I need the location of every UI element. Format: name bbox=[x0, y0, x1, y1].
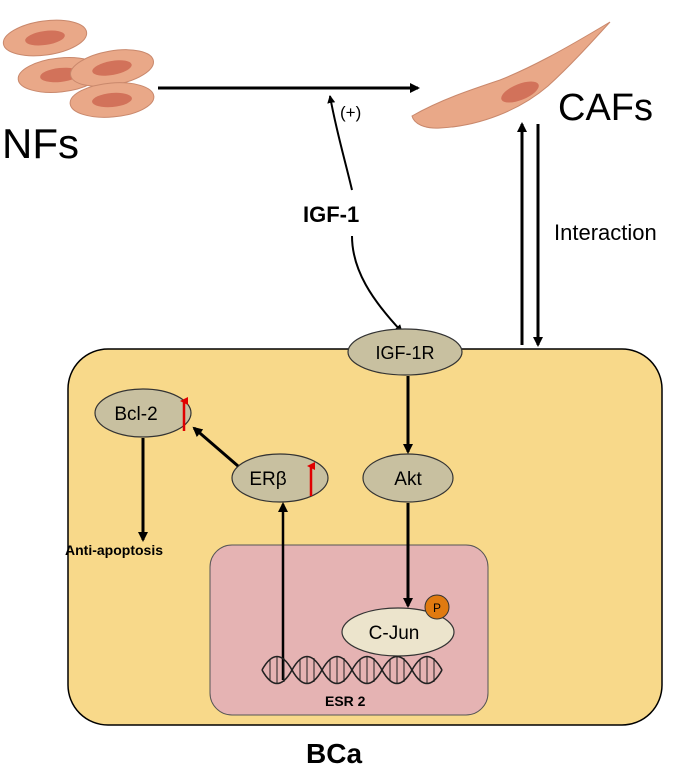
anti-apoptosis-label: Anti-apoptosis bbox=[65, 542, 163, 558]
nfs-label: NFs bbox=[2, 120, 79, 167]
interaction-label: Interaction bbox=[554, 220, 657, 245]
igf1-activation-arrow bbox=[327, 95, 353, 191]
igf1-to-receptor-arrow bbox=[351, 235, 403, 333]
plus-label: (+) bbox=[340, 103, 361, 122]
cafs-label: CAFs bbox=[558, 87, 653, 129]
igf1-label: IGF-1 bbox=[303, 202, 359, 227]
phospho-label: P bbox=[433, 601, 441, 615]
cjun-node: C-Jun bbox=[341, 607, 455, 657]
bca-label: BCa bbox=[306, 738, 362, 769]
erb-label: ERβ bbox=[249, 469, 286, 490]
igf1r-label: IGF-1R bbox=[375, 343, 434, 363]
igf1r-node: IGF-1R bbox=[347, 328, 463, 376]
nfs-cells bbox=[2, 19, 155, 118]
bcl2-label: Bcl-2 bbox=[114, 404, 157, 425]
phospho-badge: P bbox=[424, 594, 450, 620]
akt-label: Akt bbox=[394, 469, 422, 490]
erb-node: ERβ bbox=[231, 453, 329, 503]
dna-helix bbox=[261, 655, 443, 685]
esr2-label: ESR 2 bbox=[325, 693, 366, 709]
cjun-label: C-Jun bbox=[369, 623, 420, 644]
bcl2-node: Bcl-2 bbox=[94, 388, 192, 438]
caf-cell bbox=[411, 21, 611, 129]
akt-node: Akt bbox=[362, 453, 454, 503]
erb-to-bcl2-arrow bbox=[192, 426, 239, 468]
